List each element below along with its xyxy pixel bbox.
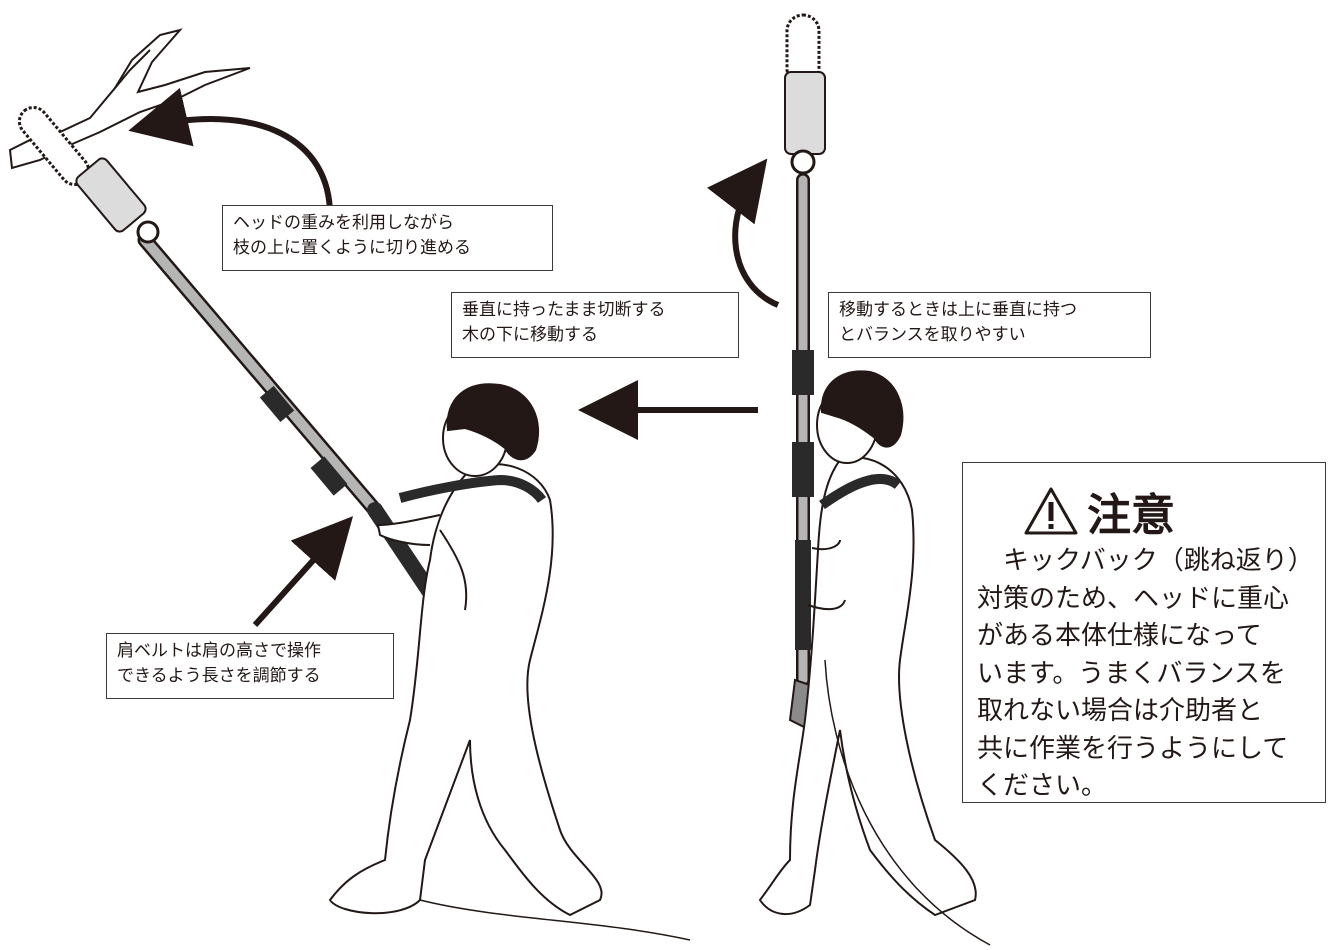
warning-line: がある本体仕様になって xyxy=(977,621,1262,651)
callout-move-vertical: 垂直に持ったまま切断する 木の下に移動する xyxy=(451,292,739,358)
right-person xyxy=(758,370,991,946)
curved-arrow-raise-vertical xyxy=(706,158,780,308)
callout-line: 枝の上に置くように切り進める xyxy=(233,238,471,258)
warning-line: 取れない場合は介助者と xyxy=(977,696,1264,726)
callout-line: 移動するときは上に垂直に持つ xyxy=(839,300,1077,320)
warning-line: 共に作業を行うようにして xyxy=(977,733,1289,764)
callout-line: 木の下に移動する xyxy=(462,325,598,345)
callout-balance: 移動するときは上に垂直に持つ とバランスを取りやすい xyxy=(828,292,1151,358)
warning-line: 対策のため、ヘッドに重心 xyxy=(977,583,1290,614)
arrow-shoulder-belt xyxy=(252,516,354,628)
callout-line: 垂直に持ったまま切断する xyxy=(462,300,666,320)
curved-arrow-head-weight xyxy=(128,87,333,216)
callout-line: とバランスを取りやすい xyxy=(839,325,1026,345)
callout-head-weight: ヘッドの重みを利用しながら 枝の上に置くように切り進める xyxy=(222,205,553,271)
callout-shoulder-belt: 肩ベルトは肩の高さで操作 できるよう長さを調節する xyxy=(106,633,394,699)
warning-line: キックバック（跳ね返り） xyxy=(977,546,1314,576)
warning-box: 注意 キックバック（跳ね返り） 対策のため、ヘッドに重心 がある本体仕様になって… xyxy=(962,462,1326,803)
callout-line: ヘッドの重みを利用しながら xyxy=(233,213,454,233)
warning-line: います。うまくバランスを xyxy=(977,658,1286,689)
callout-line: できるよう長さを調節する xyxy=(117,666,321,686)
warning-line: ください。 xyxy=(977,771,1108,801)
left-person xyxy=(328,383,691,941)
left-pole-saw xyxy=(17,105,470,648)
warning-title-text: 注意 xyxy=(1087,490,1175,541)
warning-body: キックバック（跳ね返り） 対策のため、ヘッドに重心 がある本体仕様になって いま… xyxy=(977,543,1323,806)
warning-title: 注意 xyxy=(1023,481,1175,541)
callout-line: 肩ベルトは肩の高さで操作 xyxy=(117,641,321,661)
warning-triangle-icon xyxy=(1024,487,1078,535)
